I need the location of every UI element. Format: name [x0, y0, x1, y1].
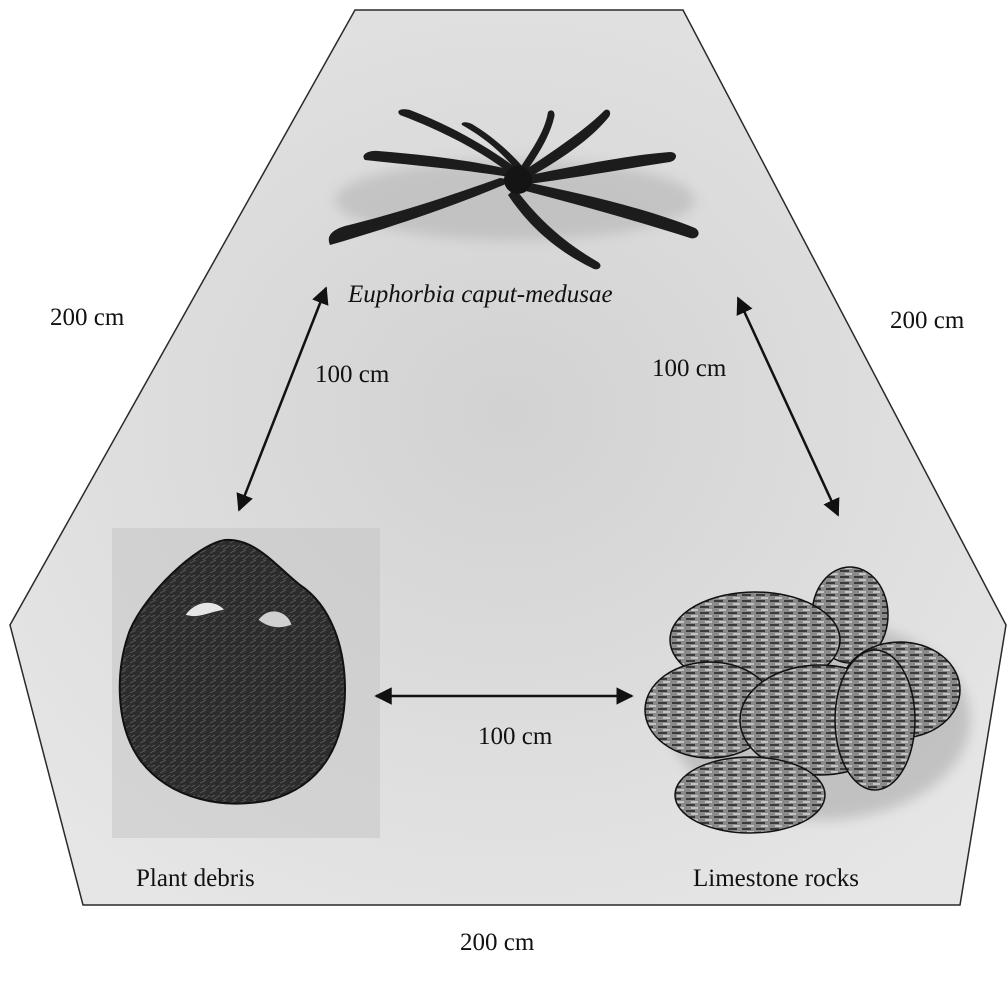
- limestone-rocks-label: Limestone rocks: [693, 866, 859, 891]
- plant-debris-label: Plant debris: [136, 866, 255, 891]
- plant-to-rocks-distance-label: 100 cm: [652, 356, 726, 381]
- right-side-dimension-label: 200 cm: [890, 308, 964, 333]
- plant-species-label: Euphorbia caput-medusae: [348, 282, 613, 307]
- plant-debris-icon: [112, 528, 380, 838]
- left-side-dimension-label: 200 cm: [50, 305, 124, 330]
- debris-to-rocks-distance-label: 100 cm: [478, 724, 552, 749]
- plant-to-debris-distance-label: 100 cm: [315, 362, 389, 387]
- bottom-side-dimension-label: 200 cm: [460, 930, 534, 955]
